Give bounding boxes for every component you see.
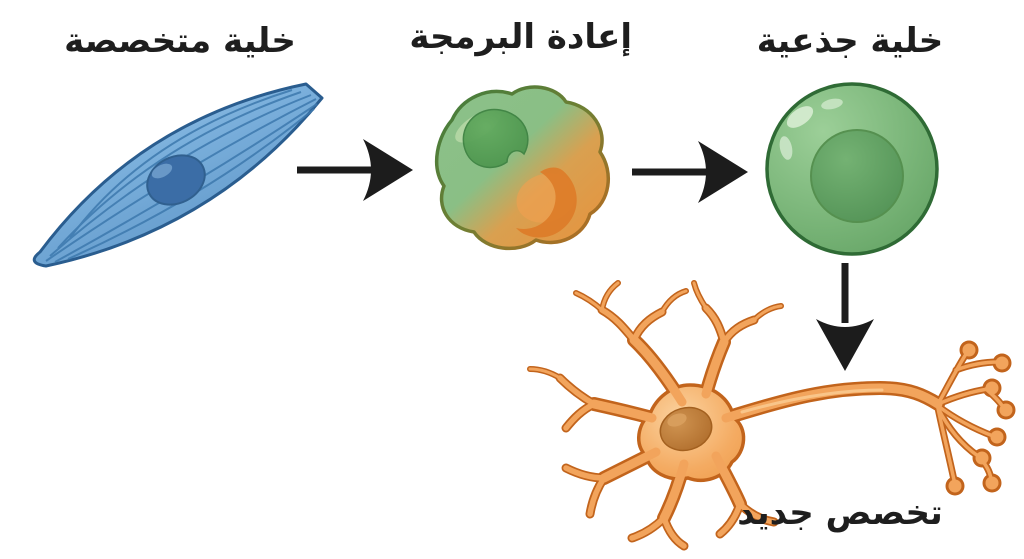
orange-crescent xyxy=(516,167,577,238)
label-specialized-cell: خلية متخصصة xyxy=(64,21,296,61)
label-new-specialization: تخصص جديد xyxy=(737,493,943,533)
label-stem-cell: خلية جذعية xyxy=(756,21,944,61)
specialized-cell-illustration xyxy=(32,82,324,268)
stem-cell-highlight-2 xyxy=(779,136,793,160)
label-reprogramming: إعادة البرمجة xyxy=(409,17,632,57)
reprogramming-cell-illustration xyxy=(434,85,610,251)
stem-cell-highlight-3 xyxy=(821,98,843,110)
nucleus-highlight xyxy=(151,163,173,179)
terminal-bulbs xyxy=(948,343,1013,493)
stem-cell-nucleus xyxy=(810,129,904,223)
reprogramming-cell-nucleus xyxy=(462,108,529,169)
stem-cell-highlight xyxy=(786,106,814,128)
neuron-illustration xyxy=(527,280,1016,551)
stem-cell-illustration xyxy=(765,82,939,256)
arrow-down-icon xyxy=(816,263,874,371)
neuron-fill-layer xyxy=(528,281,1005,549)
neuron-nucleus-highlight xyxy=(667,413,687,427)
arrow-right-icon-2 xyxy=(632,141,748,203)
arrow-right-icon-1 xyxy=(297,139,413,201)
